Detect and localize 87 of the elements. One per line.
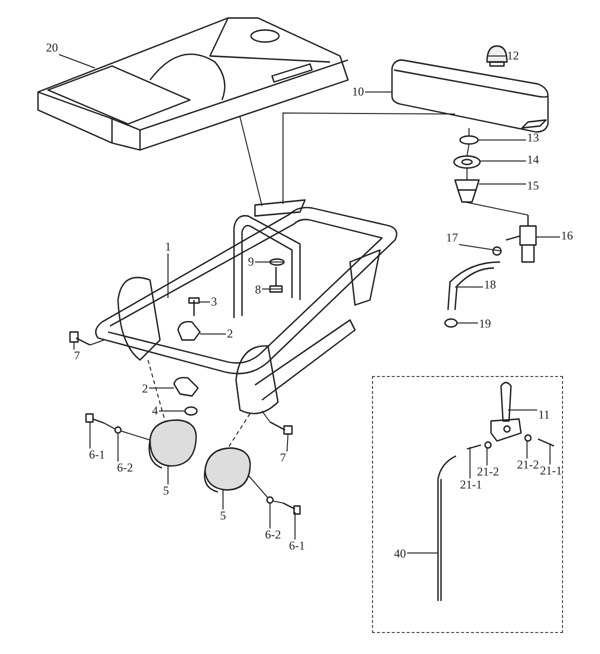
washer-icon	[114, 426, 122, 434]
callout-number: 21-2	[476, 466, 500, 478]
throttle-lever-drawing	[490, 382, 522, 442]
screw-icon	[538, 438, 554, 447]
callout-number: 20	[45, 42, 59, 54]
callout-number: 19	[478, 318, 492, 330]
nut-icon	[184, 406, 198, 416]
leader-line	[286, 434, 288, 452]
leader-line	[536, 236, 560, 238]
bolt-icon	[282, 502, 301, 515]
assembly-line	[90, 340, 104, 346]
assembly-line	[282, 112, 456, 204]
callout-number: 2	[226, 328, 234, 340]
hose-clip-icon	[492, 246, 502, 256]
assembly-line	[468, 128, 470, 136]
assembly-line	[104, 422, 116, 430]
assembly-line	[228, 413, 250, 448]
engine-cover-drawing	[37, 17, 349, 151]
leader-line	[58, 54, 96, 68]
callout-number: 21-2	[516, 458, 540, 472]
fuel-tank-drawing	[391, 59, 549, 133]
callout-number: 21-1	[539, 464, 563, 478]
leader-line	[480, 160, 526, 162]
bolt-icon	[85, 413, 104, 424]
assembly-line	[248, 474, 268, 498]
callout-number: 11	[537, 408, 551, 422]
assembly-line	[120, 430, 150, 440]
leader-line	[262, 288, 282, 290]
assembly-line	[272, 500, 284, 504]
callout-number: 17	[445, 232, 459, 244]
callout-number: 13	[526, 132, 540, 144]
bolt-icon	[69, 331, 90, 346]
leader-line	[222, 490, 224, 510]
leader-line	[294, 512, 296, 540]
callout-number: 7	[73, 350, 81, 362]
callout-number: 6-1	[288, 540, 306, 552]
rubber-mount-drawing	[148, 419, 197, 469]
screw-icon	[466, 444, 482, 450]
callout-number: 5	[162, 484, 170, 498]
washer-icon	[524, 434, 532, 442]
hose-clamp-icon	[444, 318, 458, 328]
callout-number: 7	[279, 452, 287, 464]
leader-line	[454, 286, 484, 288]
leader-line	[406, 552, 438, 554]
assembly-line	[466, 168, 468, 180]
callout-number: 40	[393, 548, 407, 560]
washer-icon	[266, 496, 274, 504]
bolt-icon	[270, 421, 293, 435]
washer-icon	[453, 155, 481, 169]
leader-line	[486, 446, 488, 466]
callout-number: 18	[483, 278, 497, 292]
callout-number: 6-2	[264, 528, 282, 542]
leader-line	[526, 440, 528, 459]
gasket-icon	[459, 135, 479, 145]
assembly-line	[464, 202, 528, 216]
assembly-line	[240, 116, 262, 206]
fuel-cap-icon	[486, 45, 508, 67]
callout-number: 9	[247, 256, 255, 268]
assembly-line	[262, 410, 270, 422]
fuel-hose-drawing	[447, 261, 500, 310]
callout-number: 16	[560, 230, 574, 242]
callout-number: 5	[219, 510, 227, 522]
assembly-line	[466, 144, 470, 156]
leader-line	[456, 322, 478, 324]
inset-panel	[372, 376, 563, 633]
leader-line	[458, 244, 502, 252]
callout-number: 1	[164, 240, 172, 254]
callout-number: 21-1	[459, 478, 483, 492]
clamp-icon	[173, 376, 199, 397]
callout-number: 4	[151, 404, 159, 418]
leader-line	[158, 410, 186, 412]
callout-number: 6-1	[88, 448, 106, 462]
control-cable-drawing	[437, 455, 456, 601]
callout-number: 15	[526, 180, 540, 192]
washer-icon	[484, 441, 492, 449]
fuel-filter-icon	[454, 179, 480, 203]
tubular-frame-drawing	[95, 199, 398, 414]
callout-number: 14	[526, 154, 540, 166]
callout-number: 6-2	[116, 462, 134, 474]
rubber-mount-drawing	[204, 447, 251, 493]
callout-number: 12	[506, 50, 520, 62]
callout-number: 10	[351, 86, 365, 98]
assembly-line	[148, 360, 166, 422]
callout-number: 2	[141, 382, 149, 396]
callout-number: 8	[254, 284, 262, 296]
callout-number: 3	[210, 296, 218, 308]
fuel-valve-icon	[506, 215, 537, 263]
